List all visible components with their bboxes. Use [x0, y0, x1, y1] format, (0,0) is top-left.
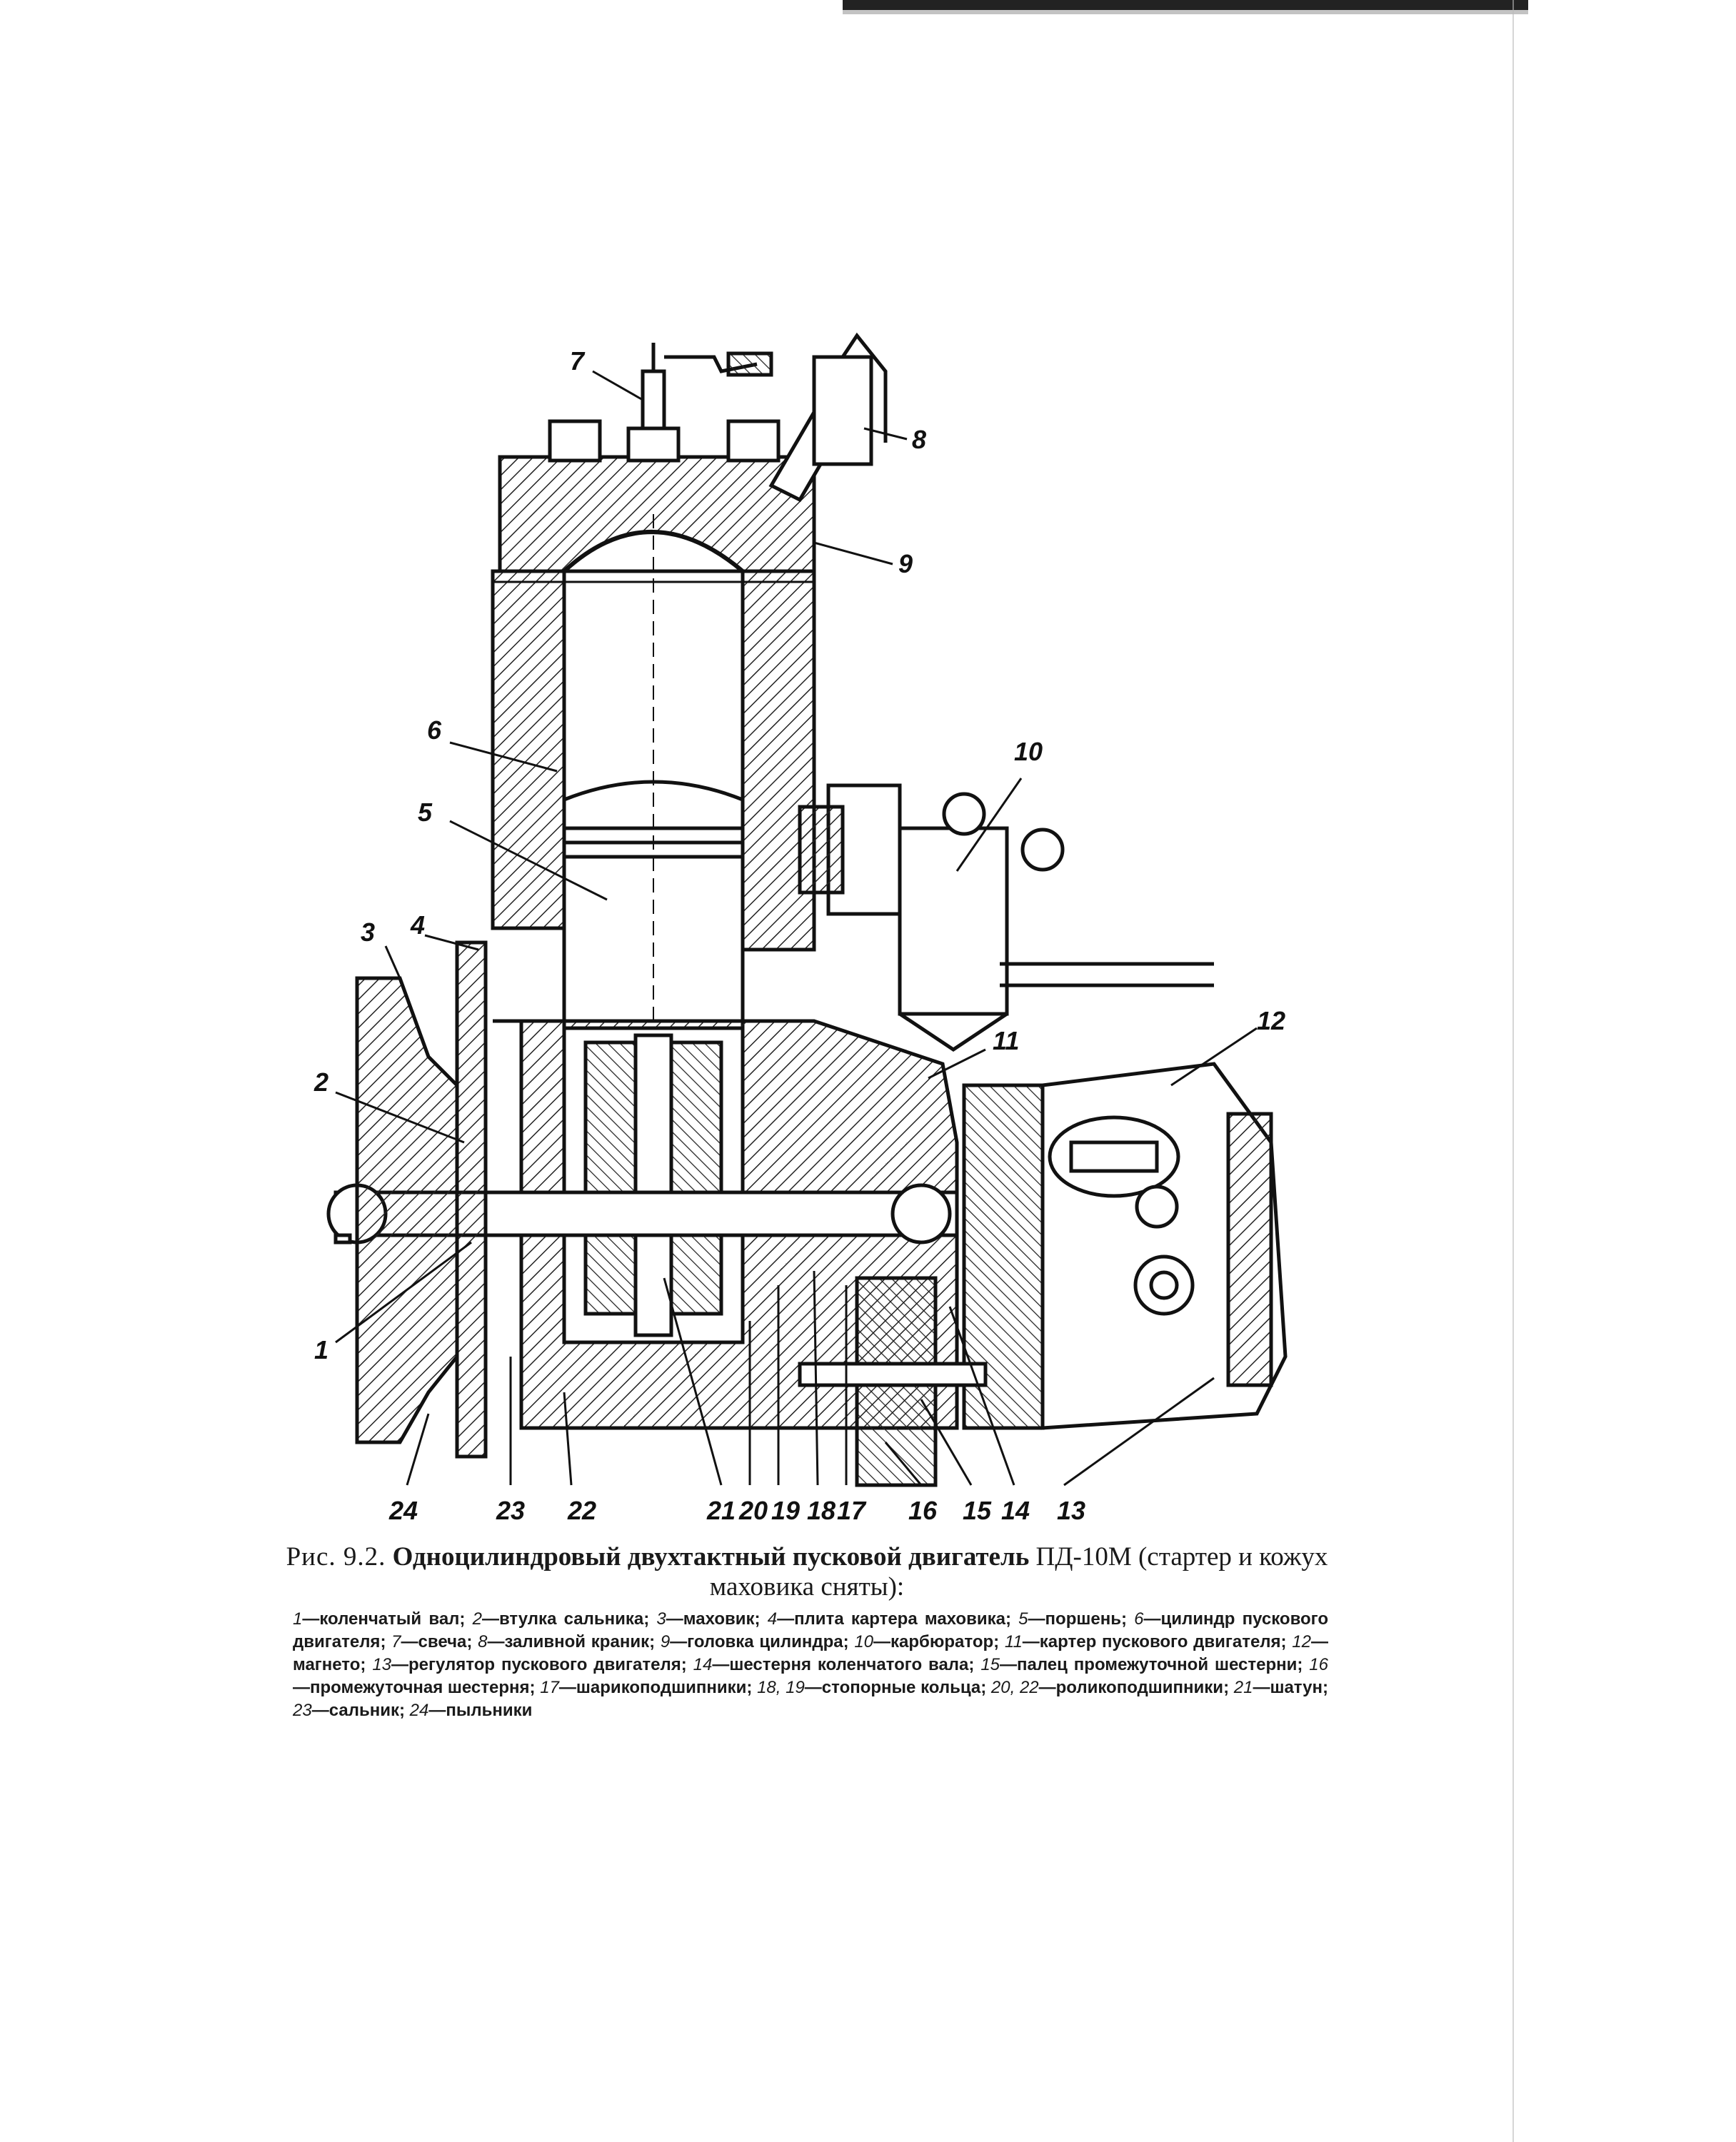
legend-key: 18, 19 [757, 1678, 805, 1697]
callout-12: 12 [1257, 1006, 1285, 1035]
legend-text: —маховик; [666, 1609, 768, 1629]
legend-key: 13 [372, 1655, 392, 1674]
callout-23: 23 [496, 1496, 525, 1525]
legend-text: —шестерня коленчатого вала; [712, 1655, 981, 1674]
scan-edge-shadow-light [843, 10, 1528, 14]
callout-20: 20 [738, 1496, 768, 1525]
legend-key: 8 [478, 1632, 488, 1651]
legend-key: 1 [293, 1609, 303, 1629]
figure-legend: 1—коленчатый вал; 2—втулка сальника; 3—м… [293, 1608, 1328, 1722]
legend-text: —регулятор пускового двигателя; [391, 1655, 693, 1674]
caption-label: Рис. 9.2. [286, 1542, 386, 1572]
legend-text: —заливной краник; [487, 1632, 661, 1651]
legend-key: 12 [1292, 1632, 1311, 1651]
callout-22: 22 [567, 1496, 596, 1525]
callout-4: 4 [410, 910, 425, 940]
legend-key: 11 [1004, 1632, 1023, 1651]
callout-15: 15 [963, 1496, 992, 1525]
legend-text: —магнето; [293, 1632, 1328, 1674]
callout-19: 19 [771, 1496, 800, 1525]
legend-key: 2 [472, 1609, 482, 1629]
legend-text: —пыльники [428, 1701, 533, 1720]
callout-21: 21 [706, 1496, 736, 1525]
legend-text: —шатун; [1253, 1678, 1328, 1697]
legend-key: 16 [1309, 1655, 1328, 1674]
caption-model: ПД-10М [1035, 1542, 1132, 1572]
legend-text: —роликоподшипники; [1038, 1678, 1234, 1697]
callout-6: 6 [427, 715, 442, 745]
callout-13: 13 [1057, 1496, 1085, 1525]
legend-text: —картер пускового двигателя; [1022, 1632, 1293, 1651]
callout-8: 8 [912, 425, 926, 454]
legend-key: 24 [409, 1701, 429, 1720]
legend-key: 17 [540, 1678, 559, 1697]
legend-text: —карбюратор; [873, 1632, 1005, 1651]
legend-key: 9 [660, 1632, 671, 1651]
carburetor [798, 783, 1214, 1052]
callout-18: 18 [807, 1496, 836, 1525]
cylinder-head [498, 419, 816, 573]
legend-key: 15 [980, 1655, 1000, 1674]
callout-3: 3 [361, 917, 375, 947]
legend-text: —головка цилиндра; [670, 1632, 855, 1651]
legend-key: 21 [1233, 1678, 1253, 1697]
callout-5: 5 [418, 798, 433, 827]
legend-text: —поршень; [1028, 1609, 1135, 1629]
spark-plug [626, 343, 773, 463]
callout-7: 7 [570, 346, 586, 376]
legend-text: —плита картера маховика; [777, 1609, 1019, 1629]
legend-text: —палец промежуточной шестерни; [1000, 1655, 1310, 1674]
magneto [962, 1062, 1288, 1430]
caption-title: Одноцилиндровый двухтактный пусковой дви… [392, 1542, 1030, 1572]
legend-text: —цилиндр пускового двигателя; [293, 1609, 1329, 1651]
callout-24: 24 [388, 1496, 418, 1525]
figure-caption: Рис. 9.2. Одноцилиндровый двухтактный пу… [286, 1542, 1328, 1602]
scan-edge-shadow [843, 0, 1528, 10]
engine-drawing: 7 8 9 6 10 5 3 4 2 11 12 1 24 23 22 21 2… [313, 332, 1288, 1525]
piston [562, 514, 745, 1285]
callout-10: 10 [1014, 737, 1043, 766]
legend-key: 23 [293, 1701, 312, 1720]
callout-17: 17 [837, 1496, 867, 1525]
legend-text: —свеча; [401, 1632, 478, 1651]
callout-14: 14 [1001, 1496, 1030, 1525]
priming-tap [768, 332, 888, 503]
legend-key: 5 [1018, 1609, 1028, 1629]
leader-lines [335, 370, 1258, 1487]
legend-key: 20, 22 [990, 1678, 1039, 1697]
page-margin-line [1512, 0, 1514, 2142]
callout-2: 2 [313, 1067, 328, 1097]
caption-note: (стартер и кожух маховика сняты): [709, 1542, 1328, 1602]
flywheel [355, 940, 488, 1459]
callout-1: 1 [314, 1335, 328, 1364]
legend-text: —шарикоподшипники; [558, 1678, 758, 1697]
legend-key: 6 [1134, 1609, 1144, 1629]
legend-key: 10 [854, 1632, 874, 1651]
callout-11: 11 [993, 1026, 1019, 1055]
legend-key: 7 [391, 1632, 401, 1651]
gears [798, 1276, 988, 1487]
legend-text: —сальник; [311, 1701, 410, 1720]
callout-9: 9 [898, 549, 913, 578]
legend-text: —стопорные кольца; [804, 1678, 991, 1697]
legend-text: —втулка сальника; [481, 1609, 657, 1629]
legend-key: 4 [767, 1609, 778, 1629]
legend-text: —промежуточная шестерня; [293, 1678, 541, 1697]
legend-key: 14 [693, 1655, 713, 1674]
legend-key: 3 [656, 1609, 666, 1629]
legend-text: —коленчатый вал; [302, 1609, 473, 1629]
callout-16: 16 [908, 1496, 938, 1525]
